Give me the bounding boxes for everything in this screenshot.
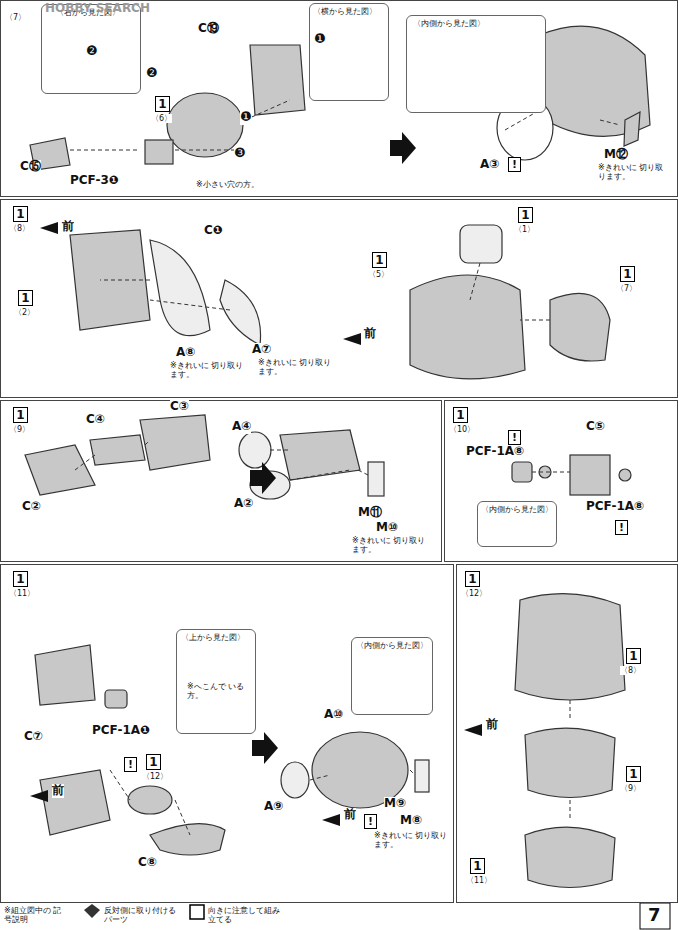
caution-mark: !	[508, 157, 521, 172]
part-number: C②	[22, 500, 41, 514]
part-number: C⑧	[138, 856, 157, 870]
part-number: C❶	[204, 224, 223, 238]
part-number: C⑮	[20, 160, 41, 174]
step-ref: 〈9〉	[620, 784, 641, 793]
part-number: 前	[364, 327, 376, 341]
part-number: C⑲	[198, 22, 219, 36]
step-ref: 1	[372, 252, 387, 268]
step-ref: 1	[155, 96, 170, 112]
note-text: ※組立図中の 記号説明	[4, 906, 66, 924]
step-ref: 〈1〉	[514, 225, 535, 234]
step-ref: 1	[626, 648, 641, 664]
step-ref: 〈2〉	[14, 308, 35, 317]
view-inset: 〈内側から見た図〉	[477, 501, 557, 547]
part-number: M⑩	[376, 521, 398, 535]
step-number: 1	[465, 571, 480, 587]
view-heading: 〈内側から見た図〉	[413, 19, 485, 28]
view-heading: 〈9〉	[9, 425, 30, 434]
step-ref: 〈5〉	[368, 270, 389, 279]
step-ref: 〈8〉	[620, 666, 641, 675]
watermark: HOBBY SEARCH	[45, 2, 150, 16]
note-text: 反対側に取り付けるパーツ	[104, 906, 176, 924]
part-number: M⑧	[400, 814, 422, 828]
part-number: A⑩	[324, 708, 343, 722]
part-number: PCF-3❶	[70, 174, 119, 188]
view-heading: 〈7〉	[5, 13, 26, 22]
view-heading: 〈横から見た図〉	[313, 7, 377, 16]
caution-mark: !	[364, 814, 377, 829]
note-text: 向きに注意して組み立てる	[208, 906, 280, 924]
part-number: A⑧	[176, 346, 195, 360]
view-heading: 〈12〉	[461, 589, 487, 598]
note-text: ※きれいに 切り取ります。	[170, 361, 246, 379]
part-number: A③	[480, 158, 499, 172]
step-ref: 1	[146, 754, 161, 770]
callout-number: ❷	[146, 66, 158, 81]
caution-mark: !	[124, 757, 137, 772]
view-heading: 〈内側から見た図〉	[356, 641, 428, 650]
view-inset: 〈横から見た図〉 ❶	[309, 3, 389, 101]
part-number: C⑤	[586, 420, 605, 434]
view-heading: ❶	[314, 32, 326, 47]
step-ref: 1	[470, 858, 485, 874]
view-inset: 〈内側から見た図〉	[406, 15, 546, 113]
step-ref: 〈12〉	[142, 772, 168, 781]
step-panel: 1 〈8〉	[0, 199, 678, 398]
note-text: ※きれいに 切り取ります。	[374, 831, 452, 849]
caution-mark: !	[615, 520, 628, 535]
step-panel: 1 〈10〉〈内側から見た図〉	[444, 400, 678, 562]
page-number: 7	[648, 905, 661, 926]
part-number: PCF-1A⑧	[586, 500, 644, 514]
view-heading: 〈8〉	[9, 224, 30, 233]
view-heading: 〈内側から見た図〉	[481, 505, 553, 514]
part-number: A⑨	[264, 800, 283, 814]
step-number: 1	[13, 571, 28, 587]
note-text: ※きれいに 切り取ります。	[352, 536, 430, 554]
step-ref: 1	[18, 290, 33, 306]
part-number: C③	[170, 400, 189, 414]
view-inset: 〈上から見た図〉 ※へこんで いる方。	[176, 629, 256, 734]
callout-number: ❸	[234, 146, 246, 161]
caution-mark: !	[508, 430, 521, 445]
step-ref: 1	[626, 766, 641, 782]
note-text: ※きれいに 切り取ります。	[258, 358, 334, 376]
step-number: 1	[13, 407, 28, 423]
step-ref: 〈11〉	[466, 876, 492, 885]
step-panel: 〈7〉〈右から見た図〉〈横から見た図〉❶〈内側から見た図〉	[0, 0, 678, 197]
part-number: M⑫	[604, 148, 628, 162]
part-number: PCF-1A⑧	[466, 445, 524, 459]
view-inset: 〈内側から見た図〉	[351, 637, 433, 715]
part-number: A②	[234, 497, 253, 511]
step-ref: 1	[518, 207, 533, 223]
step-number: 1	[453, 407, 468, 423]
step-panel: 1 〈12〉	[456, 564, 678, 903]
part-number: 前	[62, 220, 74, 234]
part-number: C⑦	[24, 730, 43, 744]
view-heading: 〈上から見た図〉	[181, 633, 245, 642]
part-number: M⑨	[384, 797, 406, 811]
note-text: ※きれいに 切り取ります。	[598, 163, 670, 181]
step-ref: 〈6〉	[151, 114, 172, 123]
part-number: 前	[52, 784, 64, 798]
note-text: ※小さい穴の方。	[196, 180, 286, 189]
view-heading: 〈10〉	[449, 425, 475, 434]
callout-number: ❷	[86, 44, 98, 59]
step-panel: 1 〈11〉〈上から見た図〉 ※へこんで いる方。 〈内側から見た図〉	[0, 564, 454, 903]
view-heading: ※へこんで いる方。	[187, 682, 249, 700]
part-number: M⑪	[358, 506, 382, 520]
part-number: PCF-1A❶	[92, 724, 150, 738]
part-number: 前	[486, 718, 498, 732]
part-number: C④	[86, 413, 105, 427]
part-number: A④	[232, 420, 251, 434]
part-number: A⑦	[252, 343, 271, 357]
step-ref: 〈7〉	[616, 284, 637, 293]
part-number: 前	[344, 808, 356, 822]
view-heading: 〈11〉	[9, 589, 35, 598]
callout-number: ❶	[240, 110, 252, 125]
step-number: 1	[13, 206, 28, 222]
step-ref: 1	[620, 266, 635, 282]
